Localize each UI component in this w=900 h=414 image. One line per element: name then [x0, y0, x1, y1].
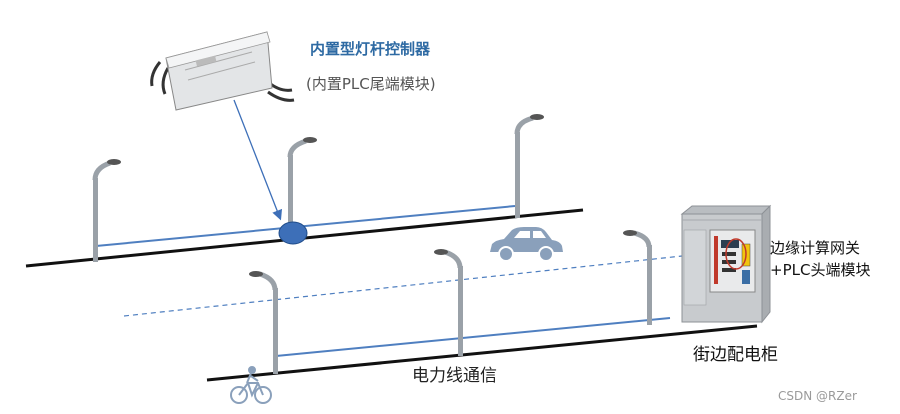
street-lamp — [434, 249, 463, 356]
street-lamp — [249, 271, 278, 374]
lamp-controller-device — [150, 31, 295, 111]
controller-arrow — [233, 99, 283, 221]
gateway-label-line2: +PLC头端模块 — [770, 261, 871, 279]
watermark: CSDN @RZer — [778, 389, 857, 403]
distribution-cabinet — [680, 204, 772, 324]
street-lamp — [287, 137, 317, 231]
controller-subtitle: (内置PLC尾端模块) — [306, 75, 436, 93]
car-icon — [490, 227, 563, 262]
gateway-label-line1: 边缘计算网关 — [770, 239, 861, 257]
bicycle-icon — [230, 366, 272, 404]
dashed-cable — [123, 255, 683, 317]
lower-road — [206, 324, 758, 382]
gateway-highlight-circle — [725, 238, 747, 270]
lower-cable — [275, 317, 671, 357]
street-lamp — [514, 114, 544, 218]
upper-cable — [95, 205, 516, 247]
controller-title: 内置型灯杆控制器 — [310, 40, 431, 58]
controller-node — [278, 221, 308, 245]
street-lamp — [92, 159, 121, 262]
street-lamp — [623, 230, 652, 325]
cabinet-label: 街边配电柜 — [693, 345, 778, 365]
plc-label: 电力线通信 — [412, 366, 497, 386]
